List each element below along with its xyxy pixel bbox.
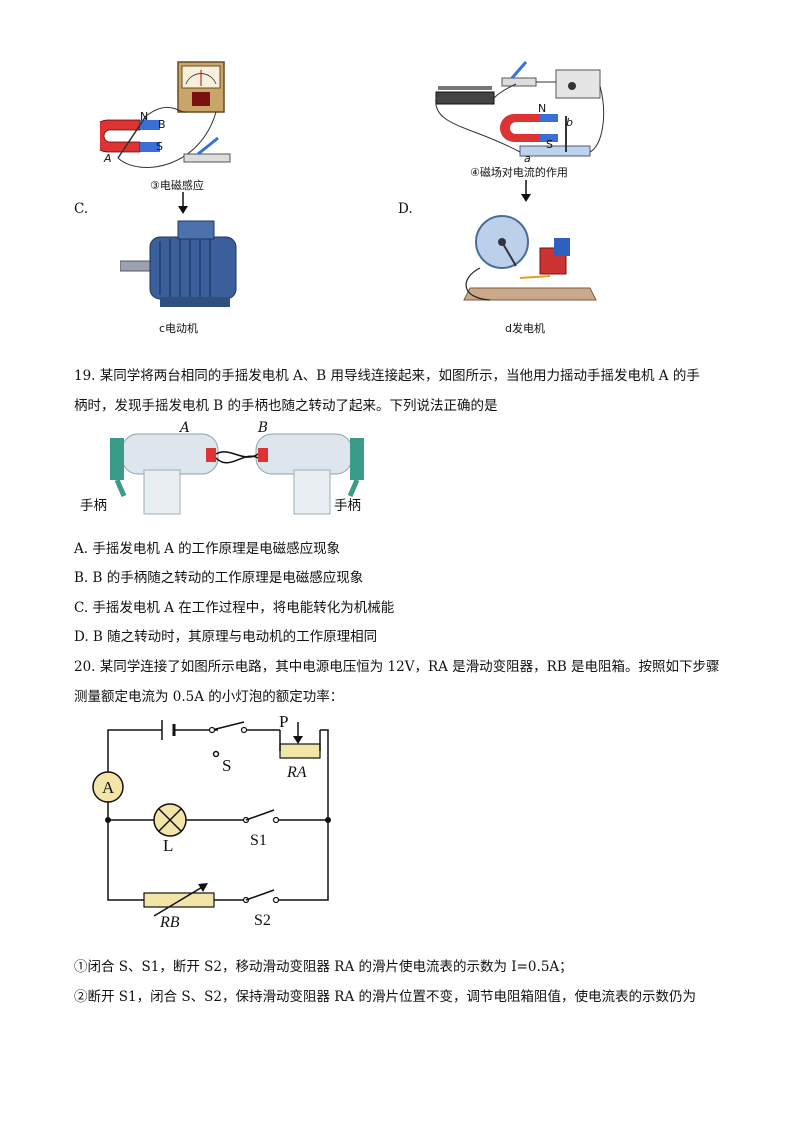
q19-stem-line1: 19. 某同学将两台相同的手摇发电机 A、B 用导线连接起来，如图所示，当他用力… xyxy=(74,368,700,384)
circuit-label-P: P xyxy=(279,712,289,731)
circuit-label-S1: S1 xyxy=(250,832,267,849)
q20-stem-line2: 测量额定电流为 0.5A 的小灯泡的额定功率： xyxy=(74,689,344,705)
q19-option-b[interactable]: B. B 的手柄随之转动的工作原理是电磁感应现象 xyxy=(74,570,364,586)
fig3-label-A: A xyxy=(104,152,112,165)
generator-caption: d发电机 xyxy=(505,322,545,335)
circuit-label-L: L xyxy=(163,836,174,855)
fig4-caption: ④磁场对电流的作用 xyxy=(470,166,568,179)
motor-image xyxy=(119,215,250,310)
generator-image xyxy=(460,208,600,308)
arrow-down-icon xyxy=(176,192,190,220)
q19-option-c[interactable]: C. 手摇发电机 A 在工作过程中，将电能转化为机械能 xyxy=(74,600,395,616)
circuit-label-S: S xyxy=(222,756,232,775)
q19-label-B: B xyxy=(258,420,268,436)
q20-step2: ②断开 S1，闭合 S、S2，保持滑动变阻器 RA 的滑片位置不变，调节电阻箱阻… xyxy=(74,989,697,1005)
circuit-label-S2: S2 xyxy=(254,912,271,929)
q19-label-A: A xyxy=(180,420,190,436)
q19-stem-line2: 柄时，发现手摇发电机 B 的手柄也随之转动了起来。下列说法正确的是 xyxy=(74,398,498,414)
figure-electromagnetic-induction xyxy=(91,58,260,192)
fig4-label-b: b xyxy=(566,116,573,129)
circuit-label-RA: RA xyxy=(287,764,307,781)
fig3-label-S: S xyxy=(156,140,163,153)
figure-magnetic-force-on-current xyxy=(432,56,608,166)
q19-option-d[interactable]: D. B 随之转动时，其原理与电动机的工作原理相同 xyxy=(74,629,378,645)
fig4-label-S: S xyxy=(546,138,553,151)
q19-option-a[interactable]: A. 手摇发电机 A 的工作原理是电磁感应现象 xyxy=(74,541,341,557)
fig3-label-B: B xyxy=(158,118,166,131)
arrow-down-icon xyxy=(519,180,533,208)
fig3-label-N: N xyxy=(140,110,149,123)
fig4-label-N: N xyxy=(538,102,547,115)
circuit-label-RB: RB xyxy=(160,914,180,931)
fig3-caption: ③电磁感应 xyxy=(150,179,204,192)
q19-handle-right: 手柄 xyxy=(334,498,361,514)
q20-step1: ①闭合 S、S1，断开 S2，移动滑动变阻器 RA 的滑片使电流表的示数为 I=… xyxy=(74,959,573,975)
q19-handle-left: 手柄 xyxy=(80,498,107,514)
q20-stem-line1: 20. 某同学连接了如图所示电路，其中电源电压恒为 12V，RA 是滑动变阻器，… xyxy=(74,659,720,675)
hand-generators-image xyxy=(104,424,370,516)
option-d-letter: D. xyxy=(398,201,413,217)
fig4-label-a: a xyxy=(524,152,531,165)
circuit-label-A: A xyxy=(102,778,115,797)
option-c-letter: C. xyxy=(74,201,89,217)
motor-caption: c电动机 xyxy=(159,322,199,335)
circuit-diagram xyxy=(84,716,344,944)
